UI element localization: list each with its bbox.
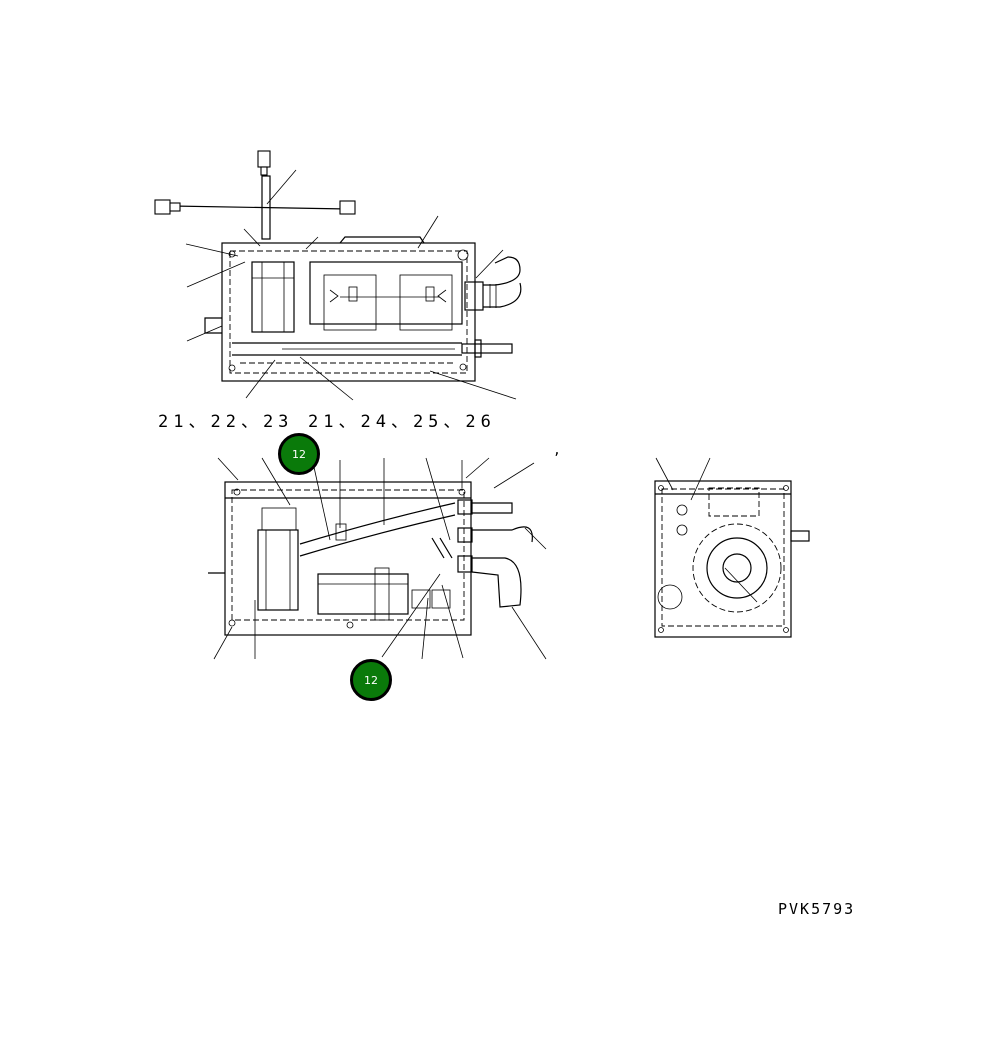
callout-badge-12-bottom[interactable]: 12 <box>350 659 392 701</box>
top-view <box>154 150 522 401</box>
part-refs-right: 21、24、25、26 <box>308 412 496 432</box>
callout-badge-12-top[interactable]: 12 <box>278 433 320 475</box>
drawing-code: PVK5793 <box>778 900 856 918</box>
part-refs-left: 21、22、23 <box>158 412 294 432</box>
side-view <box>654 457 810 638</box>
stray-mark: , <box>553 443 566 458</box>
front-view <box>208 457 547 660</box>
